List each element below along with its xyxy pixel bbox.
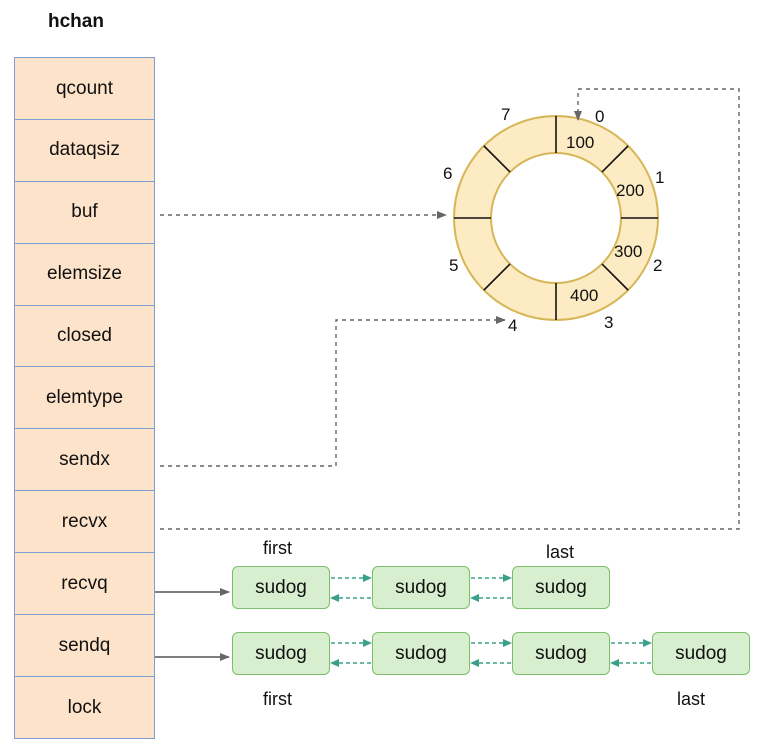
field-recvq[interactable]: recvq <box>14 552 155 616</box>
ring-slot-value: 100 <box>566 133 595 152</box>
ring-index: 4 <box>508 316 518 335</box>
ring-slot-divider <box>483 263 511 291</box>
struct-title: hchan <box>48 11 104 32</box>
field-closed[interactable]: closed <box>14 304 155 368</box>
recvq-last-label: last <box>546 542 575 562</box>
field-dataqsiz[interactable]: dataqsiz <box>14 118 155 183</box>
field-elemtype[interactable]: elemtype <box>14 366 155 430</box>
ring-index: 1 <box>655 168 665 187</box>
sendq-sudog-node[interactable]: sudog <box>512 632 610 675</box>
ring-index: 3 <box>604 313 614 332</box>
field-lock[interactable]: lock <box>14 675 155 740</box>
ring-dividers <box>454 116 658 320</box>
ring-slot-value: 200 <box>616 181 645 200</box>
sendq-first-label: first <box>263 689 292 709</box>
sendx-pointer <box>160 316 506 467</box>
sendq-sudog-node[interactable]: sudog <box>232 632 330 675</box>
ring-index: 7 <box>501 105 511 124</box>
ring-index: 2 <box>653 256 663 275</box>
ring-slot-value: 300 <box>614 242 643 261</box>
field-sendx[interactable]: sendx <box>14 428 155 492</box>
ring-index: 6 <box>443 164 453 183</box>
ring-index: 5 <box>449 256 459 275</box>
sendq-last-label: last <box>677 689 706 709</box>
recvq-sudog-node[interactable]: sudog <box>512 566 610 609</box>
hchan-struct: qcount dataqsiz buf elemsize closed elem… <box>14 57 155 740</box>
field-recvx[interactable]: recvx <box>14 490 155 554</box>
ring-slot-value: 400 <box>570 286 599 305</box>
recvq-first-label: first <box>263 538 292 558</box>
sendq-sudog-node[interactable]: sudog <box>652 632 750 675</box>
ring-buffer <box>452 115 660 321</box>
sendq-sudog-node[interactable]: sudog <box>372 632 470 675</box>
recvq-sudog-node[interactable]: sudog <box>372 566 470 609</box>
ring-slot-divider <box>601 263 629 291</box>
recvq-sudog-node[interactable]: sudog <box>232 566 330 609</box>
field-elemsize[interactable]: elemsize <box>14 242 155 306</box>
recvx-pointer <box>160 88 740 530</box>
ring-index: 0 <box>595 107 605 126</box>
ring-slot-divider <box>601 145 629 173</box>
field-sendq[interactable]: sendq <box>14 614 155 678</box>
ring-slot-divider <box>483 145 511 173</box>
